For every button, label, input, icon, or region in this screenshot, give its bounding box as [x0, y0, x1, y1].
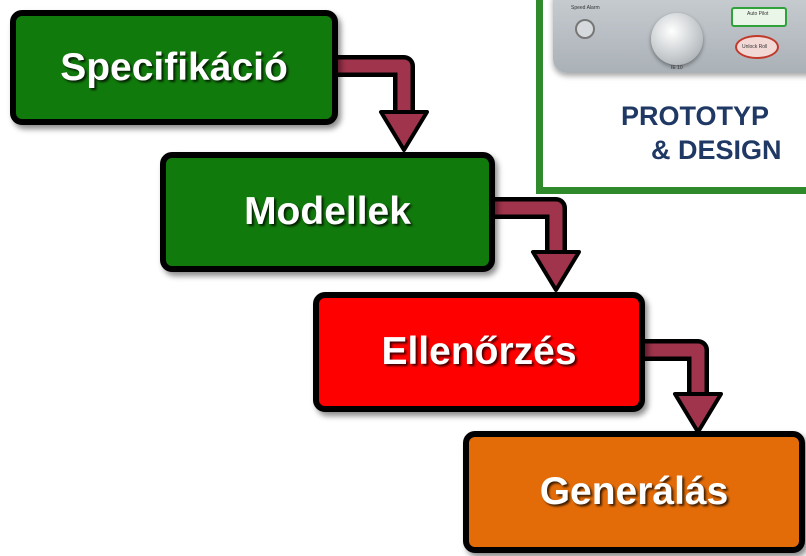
unlock-roll-button: Unlock Roll — [735, 35, 779, 59]
unlock-roll-label: Unlock Roll — [742, 44, 768, 50]
auto-pilot-label: Auto Pilot — [747, 11, 769, 17]
step-specification: Specifikáció — [10, 10, 338, 125]
auto-pilot-button: Auto Pilot — [731, 7, 787, 27]
step-models: Modellek — [160, 152, 495, 272]
arrow-shaft-3 — [643, 343, 705, 400]
arrow-head-3 — [673, 392, 723, 434]
arrow-shaft-2 — [493, 201, 563, 258]
prototype-title-line1: PROTOTYP — [621, 101, 770, 131]
arrow-shaft-1 — [336, 59, 411, 118]
speed-alarm-label: Speed Alarm — [571, 5, 600, 11]
prototype-title: PROTOTYP & DESIGN — [621, 99, 806, 167]
arrow-head-2 — [531, 250, 581, 292]
step-verification: Ellenőrzés — [313, 292, 645, 412]
prototype-panel: Speed Alarm IE 10 Auto Pilot Unlock Roll… — [536, 0, 806, 194]
prototype-control-panel-image: Speed Alarm IE 10 Auto Pilot Unlock Roll — [553, 0, 806, 73]
step-generation: Generálás — [463, 431, 805, 553]
dial-label: IE 10 — [671, 65, 683, 71]
arrow-head-1 — [379, 110, 429, 152]
prototype-title-line2: & DESIGN — [651, 135, 782, 165]
dial-knob — [651, 13, 703, 65]
alarm-knob — [575, 19, 595, 39]
